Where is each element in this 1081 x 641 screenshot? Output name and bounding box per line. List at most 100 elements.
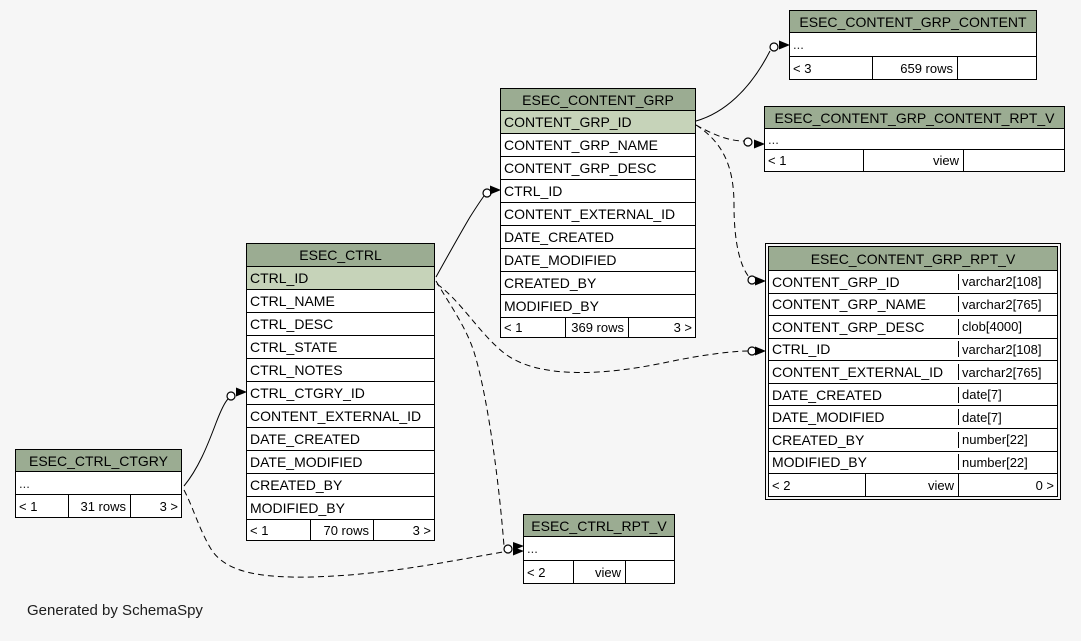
view-label: view: [864, 150, 964, 171]
column-type: number[22]: [962, 432, 1028, 448]
degree-prev: < 1: [765, 150, 864, 171]
crowfoot-circle-icon: [226, 391, 236, 401]
crowfoot-circle-icon: [503, 544, 513, 554]
row-count: 70 rows: [311, 520, 374, 540]
table-footer: < 2 view 0 >: [769, 474, 1057, 497]
column-type: date[7]: [962, 409, 1002, 425]
column-row: CREATED_BY: [501, 272, 695, 295]
column-type: varchar2[765]: [962, 364, 1042, 380]
relationship-line-content-grp-to-grp-rpt-v: [695, 124, 750, 278]
column-row: CTRL_NAME: [247, 290, 434, 313]
column-row: CTRL_ID: [501, 180, 695, 203]
column-name: CONTENT_GRP_DESC: [769, 318, 959, 335]
table-title[interactable]: ESEC_CONTENT_GRP: [501, 89, 695, 111]
column-row: MODIFIED_BY number[22]: [769, 452, 1057, 475]
degree-prev: < 1: [16, 495, 69, 517]
column-row: DATE_MODIFIED: [247, 451, 434, 474]
column-type: date[7]: [962, 387, 1002, 403]
collapsed-columns-row: ...: [790, 33, 1036, 57]
table-title[interactable]: ESEC_CTRL: [247, 244, 434, 267]
table-esec-content-grp-content[interactable]: ESEC_CONTENT_GRP_CONTENT ... < 3 659 row…: [789, 10, 1037, 80]
row-count: 31 rows: [69, 495, 131, 517]
column-row: CONTENT_GRP_ID varchar2[108]: [769, 271, 1057, 294]
row-count: 369 rows: [566, 318, 629, 337]
column-type: clob[4000]: [962, 319, 1022, 335]
table-esec-content-grp-rpt-v[interactable]: ESEC_CONTENT_GRP_RPT_V CONTENT_GRP_ID va…: [765, 243, 1061, 500]
degree-next: 3 >: [159, 498, 178, 514]
crowfoot-circle-icon: [747, 346, 757, 356]
column-row: CONTENT_EXTERNAL_ID: [247, 405, 434, 428]
collapsed-columns-row: ...: [524, 537, 674, 561]
relationship-line-ctgry-to-ctrl: [183, 398, 229, 487]
table-title[interactable]: ESEC_CONTENT_GRP_CONTENT_RPT_V: [765, 107, 1064, 129]
degree-next: 3 >: [412, 522, 431, 538]
column-row: CONTENT_EXTERNAL_ID: [501, 203, 695, 226]
column-row: CONTENT_GRP_DESC clob[4000]: [769, 316, 1057, 339]
column-type: number[22]: [962, 454, 1028, 470]
column-row: CONTENT_GRP_NAME: [501, 134, 695, 157]
crowfoot-circle-icon: [769, 42, 779, 52]
table-title[interactable]: ESEC_CONTENT_GRP_RPT_V: [769, 247, 1057, 271]
table-footer: < 1 view: [765, 150, 1064, 171]
degree-prev: < 2: [769, 474, 866, 497]
column-row: DATE_MODIFIED: [501, 249, 695, 272]
table-footer: < 1 369 rows 3 >: [501, 318, 695, 337]
column-row: CONTENT_EXTERNAL_ID varchar2[765]: [769, 361, 1057, 384]
table-title[interactable]: ESEC_CONTENT_GRP_CONTENT: [790, 11, 1036, 33]
degree-next: 0 >: [1035, 477, 1054, 493]
table-title[interactable]: ESEC_CTRL_CTGRY: [16, 450, 181, 472]
relationship-line-content-grp-to-content-rpt-v: [695, 124, 745, 142]
view-label: view: [866, 474, 959, 497]
degree-next: 3 >: [673, 320, 692, 335]
column-name: MODIFIED_BY: [769, 454, 959, 471]
column-row: DATE_CREATED: [247, 428, 434, 451]
table-esec-ctrl-ctgry[interactable]: ESEC_CTRL_CTGRY ... < 1 31 rows 3 >: [15, 449, 182, 518]
column-type: varchar2[765]: [962, 296, 1042, 312]
relationship-line-content-grp-to-content: [695, 50, 771, 122]
column-row: DATE_CREATED date[7]: [769, 384, 1057, 407]
arrowhead-icon: [755, 276, 766, 286]
generator-credit: Generated by SchemaSpy: [27, 602, 203, 619]
column-row: MODIFIED_BY: [501, 295, 695, 318]
column-row: MODIFIED_BY: [247, 497, 434, 520]
table-esec-ctrl-rpt-v[interactable]: ESEC_CTRL_RPT_V ... < 2 view: [523, 514, 675, 584]
column-name: CONTENT_EXTERNAL_ID: [769, 364, 959, 381]
column-row-pk: CTRL_ID: [247, 267, 434, 290]
degree-prev: < 1: [247, 520, 311, 540]
column-row: CTRL_ID varchar2[108]: [769, 339, 1057, 362]
table-title[interactable]: ESEC_CTRL_RPT_V: [524, 515, 674, 537]
table-footer: < 3 659 rows: [790, 57, 1036, 79]
column-type: varchar2[108]: [962, 274, 1042, 290]
crowfoot-circle-icon: [482, 188, 492, 198]
column-row: DATE_CREATED: [501, 226, 695, 249]
column-row: CREATED_BY: [247, 474, 434, 497]
collapsed-columns-row: ...: [16, 472, 181, 495]
degree-next: [626, 561, 674, 583]
column-name: CONTENT_GRP_NAME: [769, 296, 959, 313]
column-row: CTRL_STATE: [247, 336, 434, 359]
column-name: DATE_MODIFIED: [769, 409, 959, 426]
column-row: CONTENT_GRP_NAME varchar2[765]: [769, 294, 1057, 317]
column-row-pk: CONTENT_GRP_ID: [501, 111, 695, 134]
column-row: CTRL_DESC: [247, 313, 434, 336]
crowfoot-circle-icon: [743, 137, 753, 147]
table-esec-ctrl[interactable]: ESEC_CTRL CTRL_ID CTRL_NAME CTRL_DESC CT…: [246, 243, 435, 541]
table-esec-content-grp-content-rpt-v[interactable]: ESEC_CONTENT_GRP_CONTENT_RPT_V ... < 1 v…: [764, 106, 1065, 172]
degree-prev: < 1: [501, 318, 566, 337]
degree-prev: < 2: [524, 561, 574, 583]
arrowhead-icon: [755, 346, 766, 356]
column-row: CREATED_BY number[22]: [769, 429, 1057, 452]
relationship-line-ctrl-to-content-grp: [435, 195, 485, 278]
relationship-line-ctrl-to-ctrl-rpt-v: [435, 280, 505, 547]
table-footer: < 2 view: [524, 561, 674, 583]
column-row: CTRL_CTGRY_ID: [247, 382, 434, 405]
table-esec-content-grp[interactable]: ESEC_CONTENT_GRP CONTENT_GRP_ID CONTENT_…: [500, 88, 696, 338]
column-name: CONTENT_GRP_ID: [769, 273, 959, 290]
table-footer: < 1 70 rows 3 >: [247, 520, 434, 540]
crowfoot-circle-icon: [747, 275, 757, 285]
column-name: CTRL_ID: [769, 341, 959, 358]
degree-next: [964, 150, 1064, 171]
view-label: view: [574, 561, 626, 583]
column-row: DATE_MODIFIED date[7]: [769, 406, 1057, 429]
